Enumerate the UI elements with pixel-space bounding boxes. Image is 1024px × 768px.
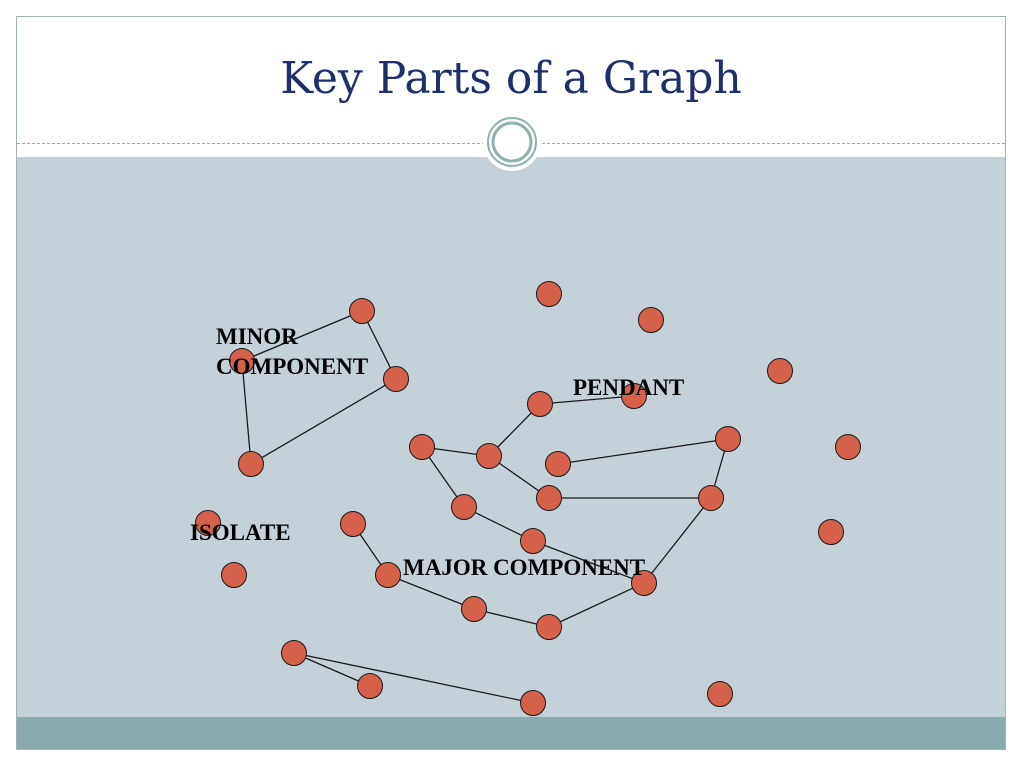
node-b3 [520, 690, 546, 716]
node-a3 [545, 451, 571, 477]
label-minor-line1: MINOR [216, 324, 298, 349]
node-a7 [451, 494, 477, 520]
edge-a6-a9 [643, 497, 712, 584]
edge-m1-m2 [241, 310, 363, 362]
node-a4 [715, 426, 741, 452]
label-pendant: PENDANT [573, 375, 685, 400]
edge-m3-m4 [250, 378, 397, 465]
node-t4 [835, 434, 861, 460]
node-b4 [707, 681, 733, 707]
node-a5 [536, 485, 562, 511]
divider-ornament [483, 113, 541, 171]
node-t2 [638, 307, 664, 333]
node-t5 [818, 519, 844, 545]
node-m3 [383, 366, 409, 392]
node-a12 [461, 596, 487, 622]
node-i1 [195, 510, 221, 536]
node-a10 [340, 511, 366, 537]
node-m2 [229, 348, 255, 374]
edge-m2-m4 [241, 360, 252, 465]
graph-nodes [195, 281, 861, 716]
label-minor-component: MINOR COMPONENT [216, 322, 368, 382]
edge-b1-b2 [293, 652, 371, 687]
edge-a13-a9 [548, 582, 645, 628]
node-a1 [409, 434, 435, 460]
node-t3 [767, 358, 793, 384]
label-major-component: MAJOR COMPONENT [403, 555, 646, 580]
edge-a8-a9 [532, 540, 645, 584]
node-a6 [698, 485, 724, 511]
circle-ornament-icon [487, 117, 537, 167]
node-i2 [221, 562, 247, 588]
edge-a11-a12 [387, 574, 475, 610]
edge-a3-a4 [557, 438, 729, 465]
footer-bar [17, 717, 1005, 749]
node-a11 [375, 562, 401, 588]
slide-title: Key Parts of a Graph [280, 53, 742, 104]
label-minor-line2: COMPONENT [216, 354, 369, 379]
node-b2 [357, 673, 383, 699]
edge-b1-b3 [293, 652, 534, 704]
node-p2 [621, 383, 647, 409]
node-t1 [536, 281, 562, 307]
node-a2 [476, 443, 502, 469]
node-m1 [349, 298, 375, 324]
node-b1 [281, 640, 307, 666]
label-isolate: ISOLATE [190, 520, 291, 545]
node-a13 [536, 614, 562, 640]
edge-p1-p2 [539, 395, 635, 405]
node-a8 [520, 528, 546, 554]
node-a9 [631, 570, 657, 596]
node-m4 [238, 451, 264, 477]
node-p1 [527, 391, 553, 417]
